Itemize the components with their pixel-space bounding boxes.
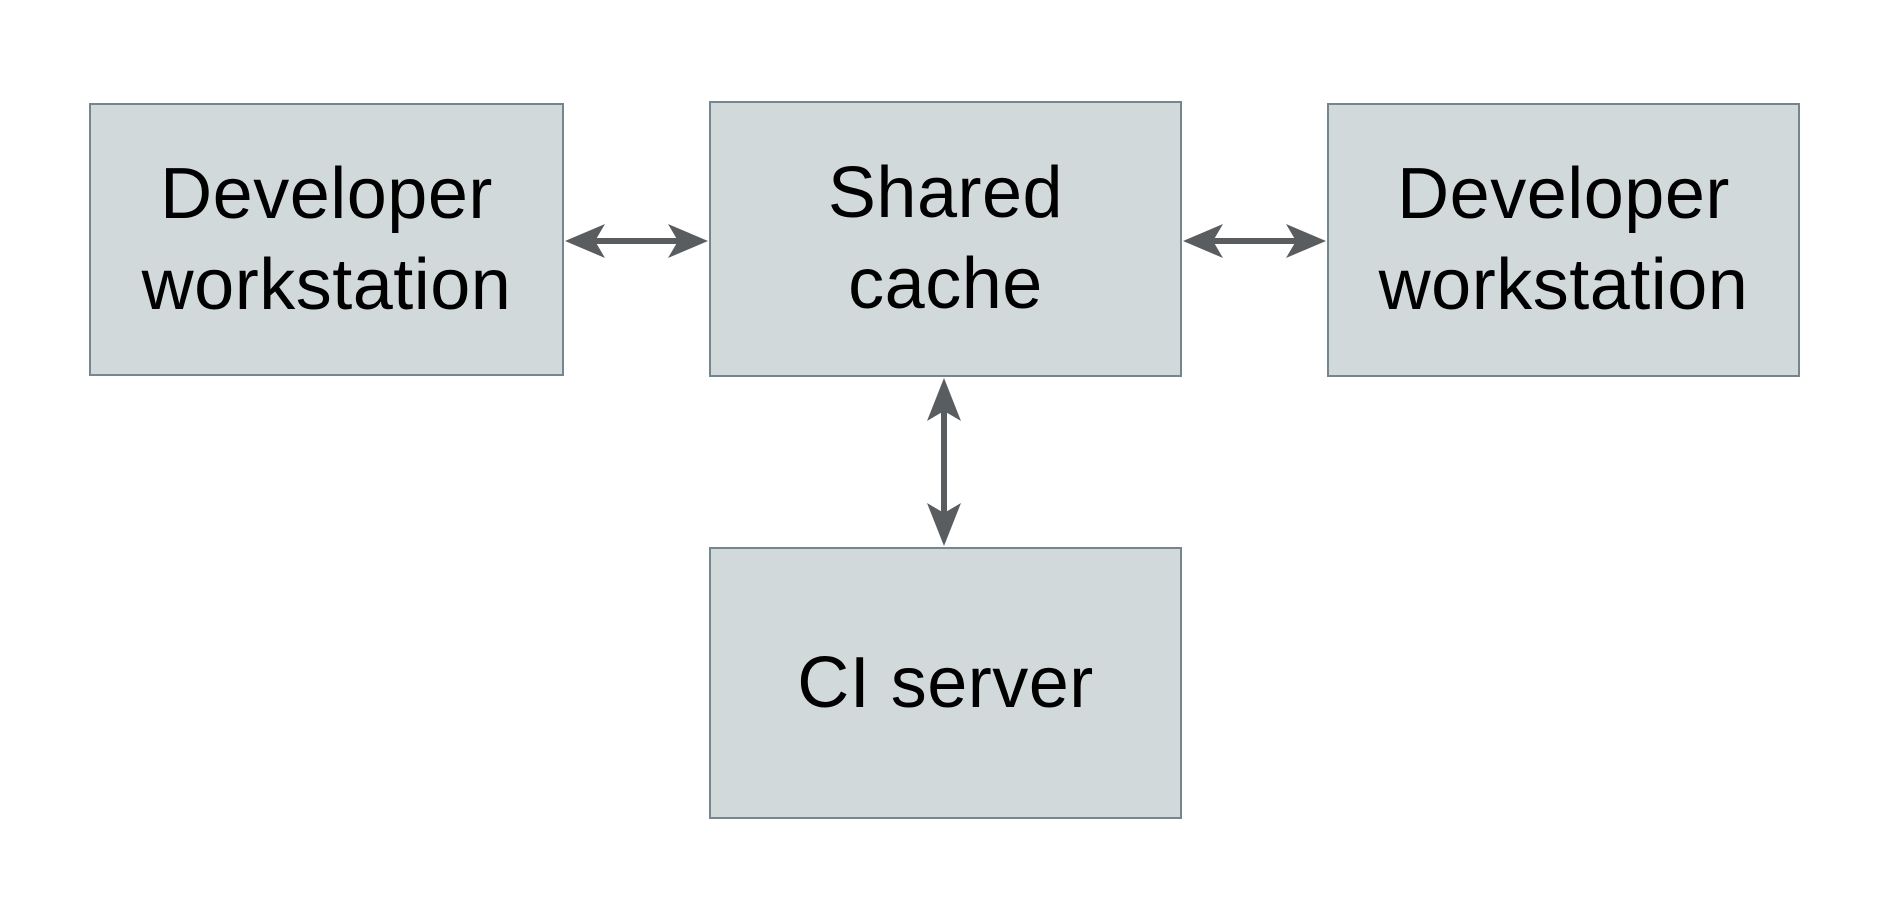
node-label-line: CI server (797, 642, 1094, 723)
bidirectional-arrow-vertical-icon (911, 377, 977, 547)
node-developer-workstation-right: Developer workstation (1327, 103, 1800, 377)
node-label-line: Developer (1397, 154, 1730, 234)
node-label-line: workstation (141, 244, 512, 325)
node-label-line: cache (848, 244, 1043, 324)
node-label-line: workstation (1378, 245, 1749, 325)
node-ci-server: CI server (709, 547, 1182, 819)
node-shared-cache: Shared cache (709, 101, 1182, 377)
node-label-line: Shared (827, 153, 1064, 233)
node-label-line: Developer (160, 153, 493, 234)
bidirectional-arrow-right-icon (1182, 208, 1327, 274)
node-developer-workstation-left: Developer workstation (89, 103, 564, 376)
bidirectional-arrow-left-icon (564, 208, 709, 274)
